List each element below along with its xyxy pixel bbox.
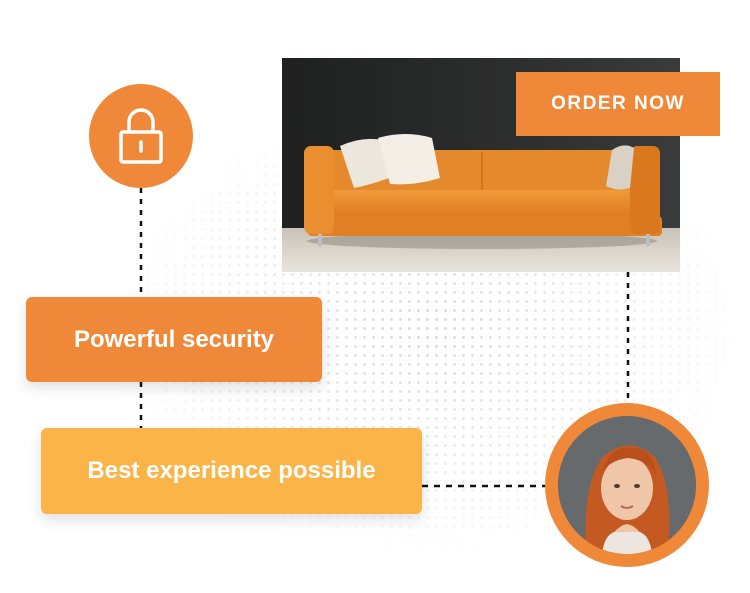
avatar: [558, 416, 696, 554]
feature-label-security: Powerful security: [73, 325, 275, 353]
sofa-illustration: [282, 134, 680, 272]
order-now-button[interactable]: ORDER NOW: [516, 72, 720, 136]
lock-badge: [89, 84, 193, 188]
person-portrait: [558, 416, 696, 554]
lock-icon: [119, 108, 163, 164]
product-image: [282, 58, 680, 272]
feature-card-security: Powerful security: [26, 297, 322, 382]
feature-label-experience: Best experience possible: [87, 457, 376, 484]
feature-card-experience: Best experience possible: [41, 428, 422, 514]
avatar-badge: [545, 403, 709, 567]
